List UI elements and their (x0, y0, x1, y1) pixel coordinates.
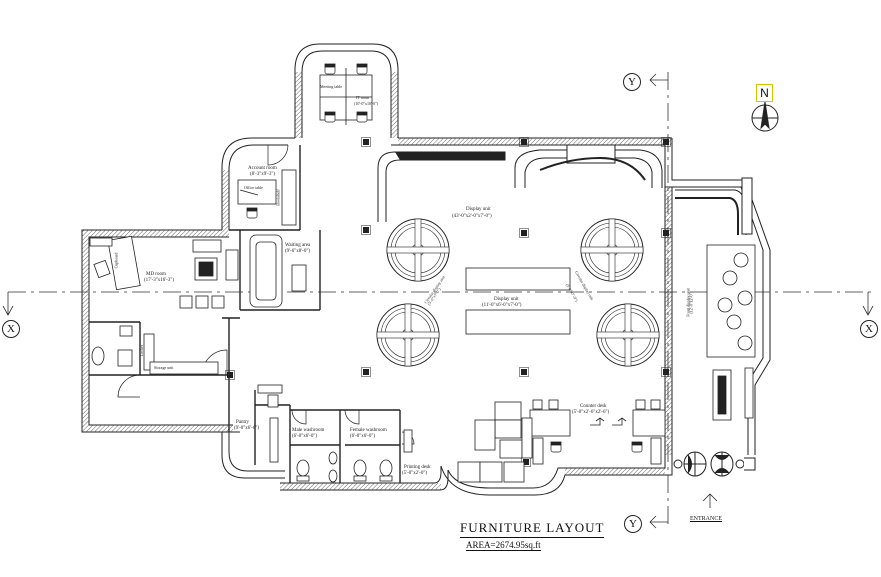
drawing-area: AREA=2674.95sq.ft (466, 540, 541, 551)
label-male-washroom-size: (6'-0"x6'-0") (292, 434, 318, 439)
label-it-room: IT room (356, 95, 370, 100)
front-display-unit (706, 244, 756, 421)
axis-y-top-label: Y (623, 73, 641, 91)
label-bookshelf: Bookshelf (275, 189, 281, 206)
md-washroom (91, 325, 219, 375)
label-display-unit-top-size: (43'-0"x2'-0"x7'-0") (452, 214, 492, 219)
structural-columns (225, 137, 671, 467)
label-meeting-table: Meeting table (320, 84, 343, 89)
storage-boxes (457, 401, 533, 483)
counter-desk (529, 399, 666, 465)
label-waiting-area: Waiting area (285, 243, 311, 248)
label-printing-desk: Printing desk (404, 465, 431, 470)
label-md-room: MD room (146, 272, 166, 277)
label-pantry-size: (9'-0"x6'-6") (234, 426, 260, 431)
label-it-room-size: (10'-0"x10'-0") (354, 101, 379, 106)
entrance-label: ENTRANCE (690, 516, 722, 522)
axis-x-right-label: X (860, 320, 878, 338)
label-display-unit-mid-size: (11'-0"x6'-0"x7'-0") (482, 303, 522, 308)
axis-y-bottom-label: Y (624, 515, 642, 533)
label-printing-desk-size: (5'-0"x2'-0") (402, 471, 428, 476)
toilet-fixtures (296, 429, 413, 483)
wall-hatch (82, 72, 672, 490)
label-accounts-room: Account room (248, 166, 277, 171)
axis-x-left-label: X (2, 320, 20, 338)
label-display-unit-top: Display unit (466, 207, 491, 212)
entrance-door (673, 451, 756, 477)
label-female-washroom-size: (6'-0"x6'-0") (350, 434, 376, 439)
label-waiting-area-size: (9'-6"x8'-0") (285, 249, 311, 254)
axis-arrows (2, 73, 874, 529)
label-md-room-size: (17'-3"x16'-3") (144, 278, 175, 283)
office-table (237, 169, 297, 226)
interior-walls (89, 145, 401, 483)
label-pantry: Pantry (236, 420, 250, 425)
label-front-display-unit-size: (12'-0"x2'-0") (688, 291, 694, 314)
label-female-washroom: Female washroom (350, 428, 387, 433)
label-locker: Locker (139, 344, 145, 357)
label-display-unit-mid: Display unit (494, 297, 519, 302)
md-room-furniture (89, 235, 239, 309)
label-male-washroom: Male washroom (292, 428, 325, 433)
right-wall-display (675, 177, 753, 235)
label-office-table: Office table (244, 185, 263, 190)
circular-display-units (376, 218, 660, 367)
drawing-title: FURNITURE LAYOUT (460, 520, 605, 538)
waiting-sofa (249, 234, 307, 308)
north-compass (751, 101, 779, 132)
top-display-unit (377, 144, 663, 222)
north-label: N (756, 84, 773, 102)
label-cupboard: Cupboard (113, 252, 119, 269)
label-accounts-room-size: (8'-3"x9'-3") (250, 172, 276, 177)
label-counter-desk: Counter desk (580, 404, 607, 409)
label-storage: Storage unit (154, 365, 174, 370)
label-counter-desk-size: (5'-0"x2'-6"x2'-6") (572, 410, 610, 415)
pantry-counter (257, 384, 283, 463)
center-display-unit (465, 267, 571, 335)
meeting-table (319, 63, 373, 125)
